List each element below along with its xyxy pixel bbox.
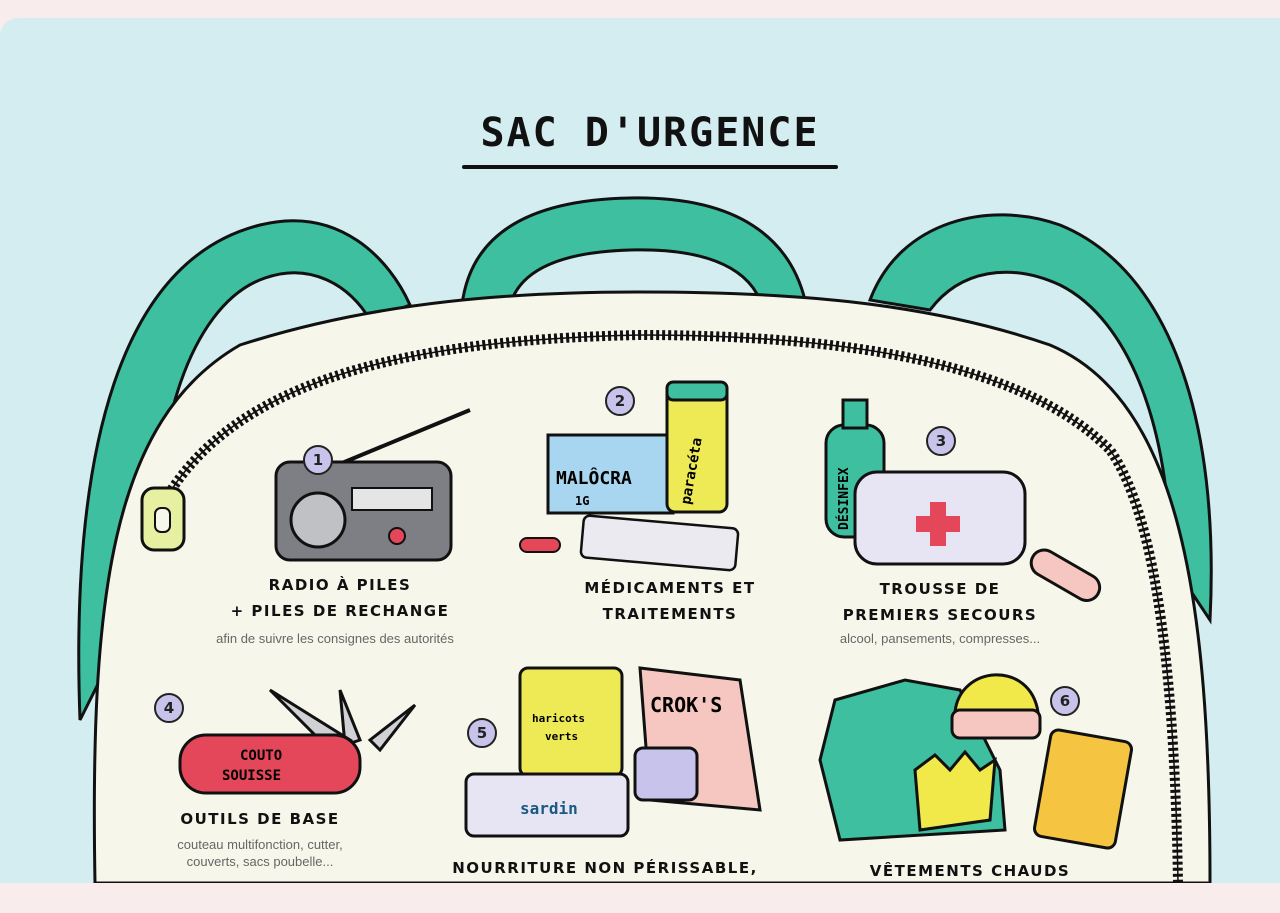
- item-4-description-line1: couteau multifonction, cutter,: [177, 837, 343, 852]
- first-aid-kit-icon: DÉSINFEX: [824, 398, 1102, 602]
- item-1-title-line2: + PILES DE RECHANGE: [230, 602, 450, 620]
- item-number-badge: 3: [926, 426, 956, 456]
- knife-label-1: COUTO: [240, 748, 282, 764]
- item-4-description: couteau multifonction, cutter, couverts,…: [140, 836, 380, 870]
- item-3-description: alcool, pansements, compresses...: [839, 631, 1041, 646]
- food-icon: haricots verts CROK'S sardin: [464, 666, 762, 838]
- item-1-description: afin de suivre les consignes des autorit…: [216, 631, 454, 646]
- item-1-title: RADIO À PILES + PILES DE RECHANGE: [190, 572, 490, 624]
- item-number-badge: 6: [1050, 686, 1080, 716]
- knife-label-2: SOUISSE: [222, 768, 281, 784]
- item-2-title: MÉDICAMENTS ET TRAITEMENTS: [540, 575, 800, 627]
- item-2-title-line2: TRAITEMENTS: [602, 605, 738, 623]
- spray-label: DÉSINFEX: [836, 467, 852, 530]
- medication-icon: MALÔCRA 1G paracéta: [519, 380, 740, 572]
- sardine-label: sardin: [520, 799, 578, 818]
- item-4-description-line2: couverts, sacs poubelle...: [186, 854, 334, 869]
- item-3-title-line2: PREMIERS SECOURS: [842, 606, 1038, 624]
- item-number-badge: 4: [154, 693, 184, 723]
- med-box-dose: 1G: [575, 494, 589, 508]
- radio-icon: [274, 408, 471, 562]
- item-1-title-line1: RADIO À PILES: [268, 576, 412, 594]
- swiss-knife-icon: COUTO SOUISSE: [178, 688, 417, 795]
- crisps-label: CROK'S: [650, 693, 722, 717]
- title-underline: [462, 165, 838, 169]
- med-box-label: MALÔCRA: [556, 467, 632, 489]
- item-5-title: NOURRITURE NON PÉRISSABLE,: [452, 859, 758, 877]
- page-title: SAC D'URGENCE: [480, 110, 820, 156]
- backpack-straps: [77, 196, 1213, 721]
- item-number-badge: 2: [605, 386, 635, 416]
- item-3-title-line1: TROUSSE DE: [879, 580, 1001, 598]
- can-label-1: haricots: [532, 712, 585, 725]
- item-4-title: OUTILS DE BASE: [180, 810, 340, 828]
- item-2-title-line1: MÉDICAMENTS ET: [584, 579, 756, 597]
- warm-clothes-icon: [818, 673, 1133, 850]
- can-label-2: verts: [545, 730, 578, 743]
- item-number-badge: 5: [467, 718, 497, 748]
- item-6-title: VÊTEMENTS CHAUDS: [869, 862, 1071, 880]
- item-3-title: TROUSSE DE PREMIERS SECOURS: [810, 576, 1070, 628]
- item-number-badge: 1: [303, 445, 333, 475]
- infographic-card: MALÔCRA 1G paracéta DÉSINFEX COUTO SOUIS…: [0, 18, 1280, 883]
